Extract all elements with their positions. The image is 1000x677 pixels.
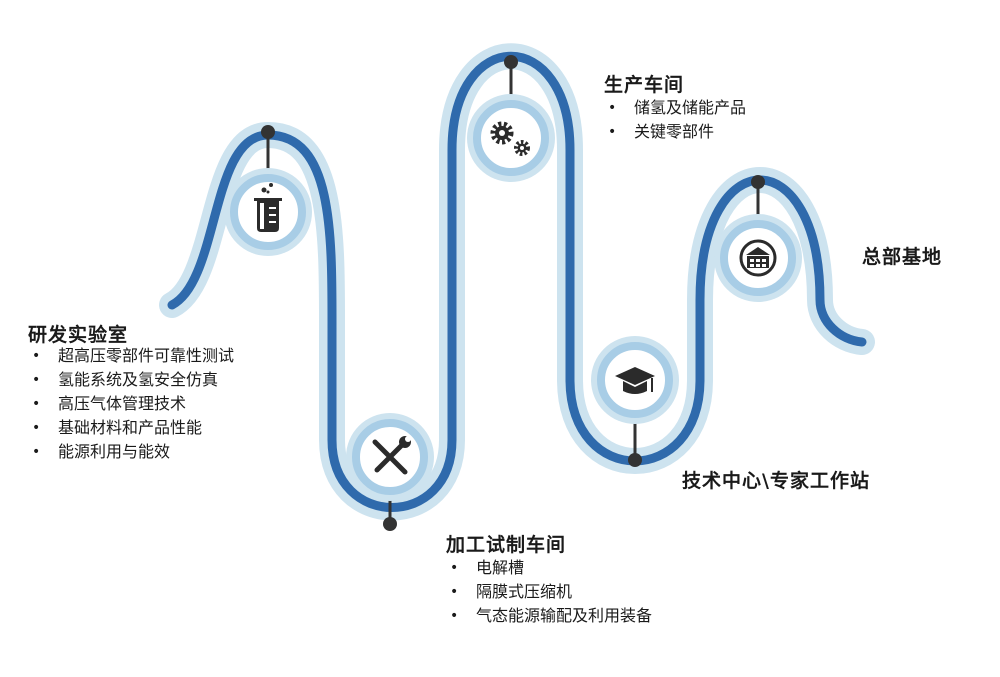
station-workshop: [346, 413, 434, 531]
path-node: [751, 175, 765, 189]
station-title-workshop: 加工试制车间: [446, 534, 567, 556]
list-item: 氢能系统及氢安全仿真: [28, 368, 234, 392]
station-items-lab: 超高压零部件可靠性测试 氢能系统及氢安全仿真 高压气体管理技术 基础材料和产品性…: [28, 344, 234, 464]
list-item: 隔膜式压缩机: [446, 580, 652, 604]
station-items-workshop: 电解槽 隔膜式压缩机 气态能源输配及利用装备: [446, 556, 652, 628]
station-items-production: 储氢及储能产品 关键零部件: [604, 96, 746, 144]
list-item: 基础材料和产品性能: [28, 416, 234, 440]
station-title-hq: 总部基地: [862, 246, 943, 268]
list-item: 储氢及储能产品: [604, 96, 746, 120]
list-item: 能源利用与能效: [28, 440, 234, 464]
station-production: [467, 55, 555, 182]
path-node: [504, 55, 518, 69]
station-title-tech: 技术中心\专家工作站: [682, 470, 870, 492]
station-hq: [714, 175, 802, 302]
path-node: [628, 453, 642, 467]
station-title-lab: 研发实验室: [28, 324, 129, 346]
list-item: 电解槽: [446, 556, 652, 580]
graduation-cap-icon: [615, 367, 655, 394]
list-item: 气态能源输配及利用装备: [446, 604, 652, 628]
station-title-production: 生产车间: [604, 74, 685, 96]
tools-icon: [372, 436, 411, 475]
station-lab: [224, 125, 312, 256]
list-item: 关键零部件: [604, 120, 746, 144]
path-node: [383, 517, 397, 531]
headquarters-building-icon: [739, 239, 777, 277]
path-node: [261, 125, 275, 139]
list-item: 超高压零部件可靠性测试: [28, 344, 234, 368]
list-item: 高压气体管理技术: [28, 392, 234, 416]
station-tech: [591, 336, 679, 467]
gears-icon: [490, 121, 530, 156]
beaker-icon: [254, 183, 282, 232]
